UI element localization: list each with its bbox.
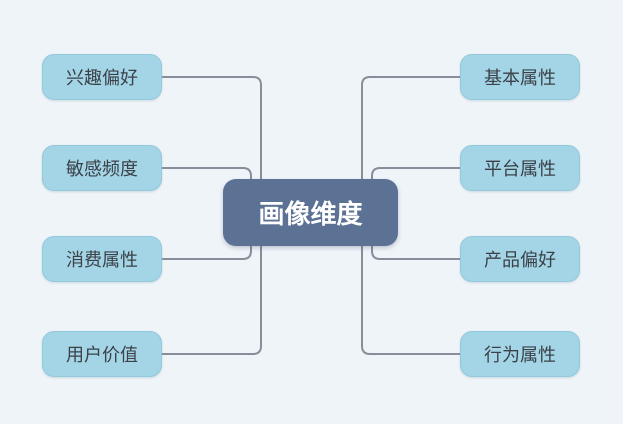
topic-node-left-2[interactable]: 敏感频度: [42, 145, 162, 191]
topic-node-right-4[interactable]: 行为属性: [460, 331, 580, 377]
topic-node-left-1[interactable]: 兴趣偏好: [42, 54, 162, 100]
topic-node-right-2[interactable]: 平台属性: [460, 145, 580, 191]
topic-node-right-3[interactable]: 产品偏好: [460, 236, 580, 282]
central-topic-node[interactable]: 画像维度: [223, 179, 398, 246]
topic-node-left-4[interactable]: 用户价值: [42, 331, 162, 377]
topic-node-right-1[interactable]: 基本属性: [460, 54, 580, 100]
topic-node-left-3[interactable]: 消费属性: [42, 236, 162, 282]
